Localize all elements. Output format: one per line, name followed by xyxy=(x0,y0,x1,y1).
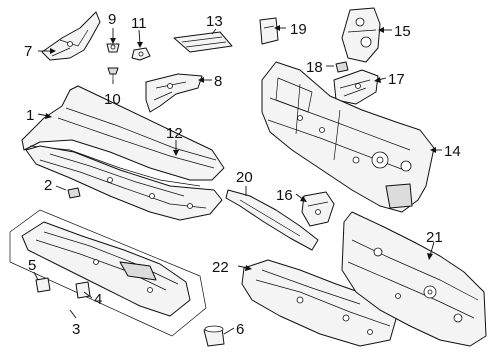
callout-1: 1 xyxy=(26,107,34,124)
callout-11: 11 xyxy=(131,15,147,32)
callout-20: 20 xyxy=(236,169,253,186)
callout-5: 5 xyxy=(28,257,36,274)
callout-7: 7 xyxy=(24,43,32,60)
part-11-clip xyxy=(131,47,151,61)
callout-10: 10 xyxy=(104,91,121,108)
part-19-bracket xyxy=(259,17,279,45)
callout-13: 13 xyxy=(206,13,223,30)
part-20-brace xyxy=(225,189,319,251)
part-13-tray xyxy=(173,31,233,53)
callout-4: 4 xyxy=(94,291,102,308)
callout-12: 12 xyxy=(166,125,183,142)
callout-3: 3 xyxy=(72,321,80,338)
part-16-bracket xyxy=(301,191,335,227)
part-10-fastener xyxy=(107,67,119,80)
callout-22: 22 xyxy=(212,259,229,276)
callout-labels: 7 9 10 11 13 8 19 15 18 17 1 12 14 2 20 … xyxy=(24,11,461,338)
part-17-bracket xyxy=(333,69,379,105)
part-7-bracket xyxy=(41,11,101,61)
callout-9: 9 xyxy=(108,11,116,28)
callout-15: 15 xyxy=(394,23,411,40)
part-2-clip xyxy=(67,187,81,199)
part-22-lower-panel xyxy=(241,259,399,347)
callout-21: 21 xyxy=(426,229,443,246)
part-21-lower-dash-panel xyxy=(341,211,487,347)
part-3-plenum-assembly xyxy=(9,209,207,337)
callout-8: 8 xyxy=(214,73,222,90)
part-15-reinforcement xyxy=(341,7,381,63)
callout-16: 16 xyxy=(276,187,293,204)
callout-14: 14 xyxy=(444,143,461,160)
part-9-clip xyxy=(106,43,120,53)
part-14-dash-panel xyxy=(261,61,435,213)
part-6-grommet xyxy=(203,325,225,347)
callout-17: 17 xyxy=(388,71,405,88)
part-18-clip xyxy=(335,61,349,73)
callout-18: 18 xyxy=(306,59,323,76)
callout-6: 6 xyxy=(236,321,244,338)
callout-2: 2 xyxy=(44,177,52,194)
callout-19: 19 xyxy=(290,21,307,38)
part-12-cowl-panel xyxy=(21,85,225,221)
part-5-bracket xyxy=(35,277,51,293)
leader-lines xyxy=(33,25,442,335)
part-4-bracket xyxy=(75,281,91,299)
part-8-bracket xyxy=(145,73,203,113)
